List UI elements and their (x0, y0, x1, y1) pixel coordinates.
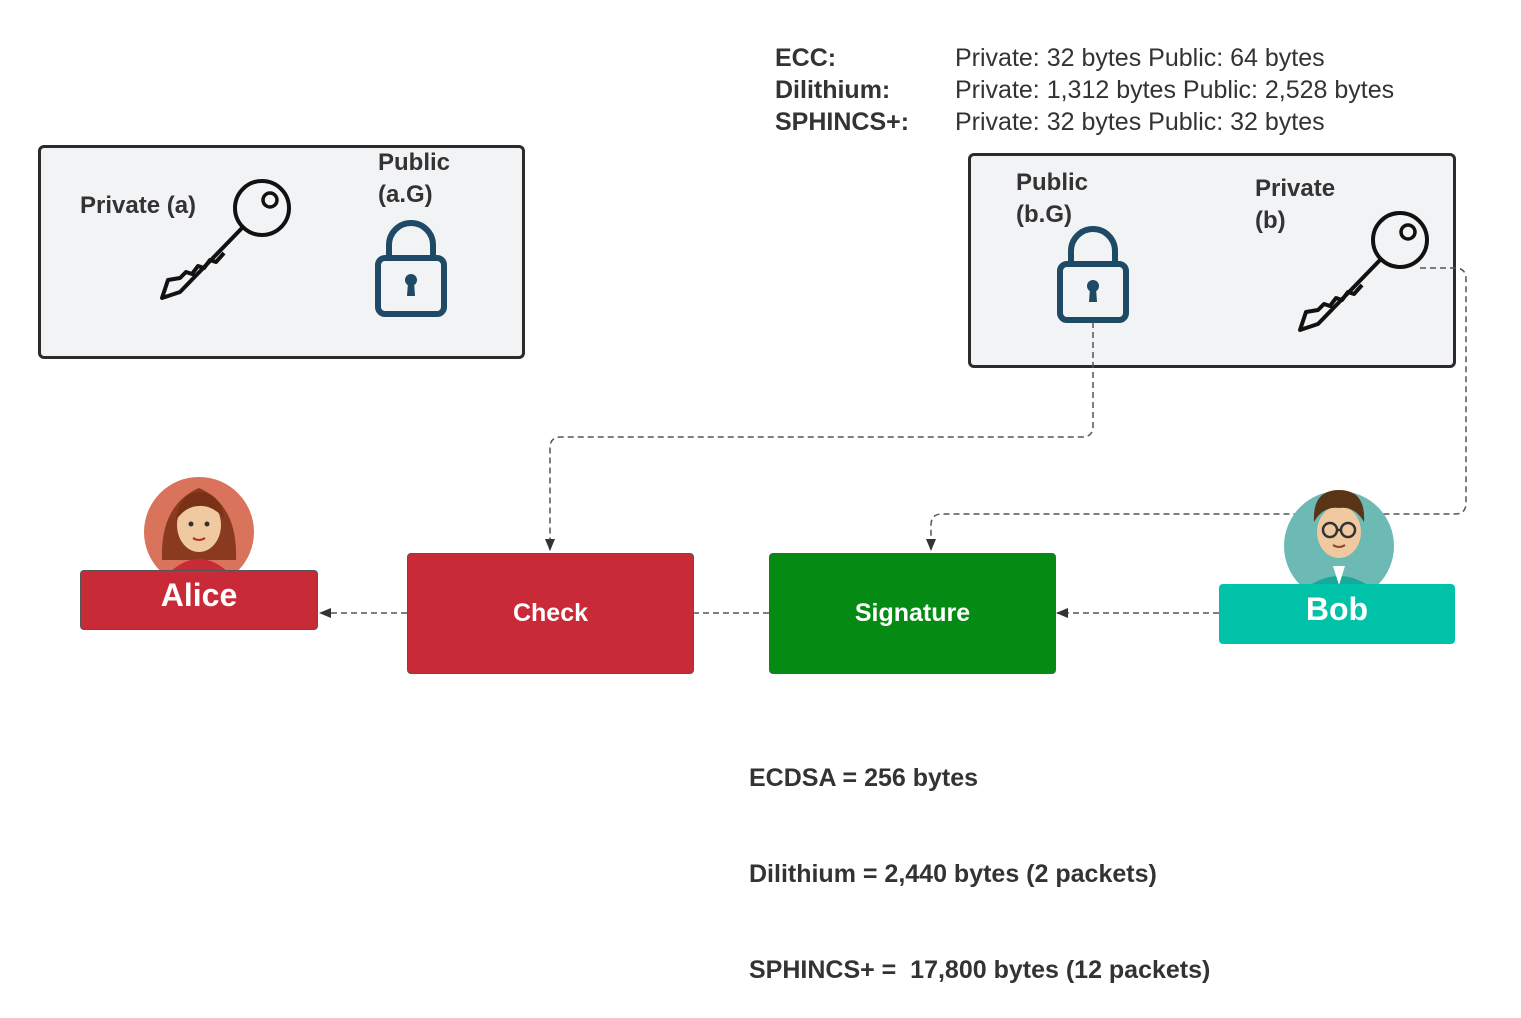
bob-public-key-to-check-connector (545, 322, 1094, 551)
alice-public-key-label-line1: Public (378, 149, 451, 176)
key-size-values: Private: 32 bytes Public: 32 bytes (955, 108, 1325, 136)
bob-public-key-label-line2: (b.G) (1016, 201, 1072, 228)
bob-node-label: Bob (1305, 591, 1369, 627)
alice-public-lock-icon (378, 223, 444, 314)
key-size-row-ecc: ECC: Private: 32 bytes Public: 64 bytes (775, 42, 1475, 74)
check-node-label: Check (512, 599, 589, 627)
alice-private-key-icon (160, 179, 291, 304)
key-size-algorithm: ECC: (775, 44, 837, 72)
check-node: Check (407, 553, 694, 674)
alice-public-key-label-line2: (a.G) (378, 181, 433, 208)
alice-avatar (144, 477, 254, 587)
key-size-algorithm: Dilithium: (775, 76, 891, 104)
key-size-algorithm: SPHINCS+: (775, 108, 910, 136)
bob-private-key-to-signature-connector (926, 267, 1467, 551)
bob-avatar (1284, 490, 1394, 601)
bob-node: Bob (1219, 584, 1455, 644)
key-size-row-dilithium: Dilithium: Private: 1,312 bytes Public: … (775, 74, 1475, 106)
key-size-values: Private: 32 bytes Public: 64 bytes (955, 44, 1325, 72)
bob-key-box (968, 153, 1456, 368)
bob-private-key-icon (1298, 211, 1429, 336)
bob-public-lock-icon (1060, 229, 1126, 320)
bob-private-key-label-line2: (b) (1255, 207, 1286, 234)
alice-private-key-label: Private (a) (80, 192, 197, 219)
signature-size-dilithium: Dilithium = 2,440 bytes (2 packets) (749, 860, 1157, 888)
alice-node: Alice (80, 570, 318, 630)
alice-node-label: Alice (160, 577, 238, 613)
diagram-graphics (144, 179, 1467, 618)
bob-public-key-label-line1: Public (1016, 169, 1089, 196)
bob-private-key-label-line1: Private (1255, 175, 1336, 202)
signature-size-sphincs: SPHINCS+ = 17,800 bytes (12 packets) (749, 956, 1211, 984)
key-size-values: Private: 1,312 bytes Public: 2,528 bytes (955, 76, 1395, 104)
key-size-row-sphincs: SPHINCS+: Private: 32 bytes Public: 32 b… (775, 106, 1475, 138)
signature-node: Signature (769, 553, 1056, 674)
signature-size-notes: ECDSA = 256 bytes Dilithium = 2,440 byte… (749, 698, 1210, 1018)
alice-key-box (38, 145, 525, 359)
signature-node-label: Signature (854, 599, 971, 627)
signature-size-ecdsa: ECDSA = 256 bytes (749, 764, 979, 792)
